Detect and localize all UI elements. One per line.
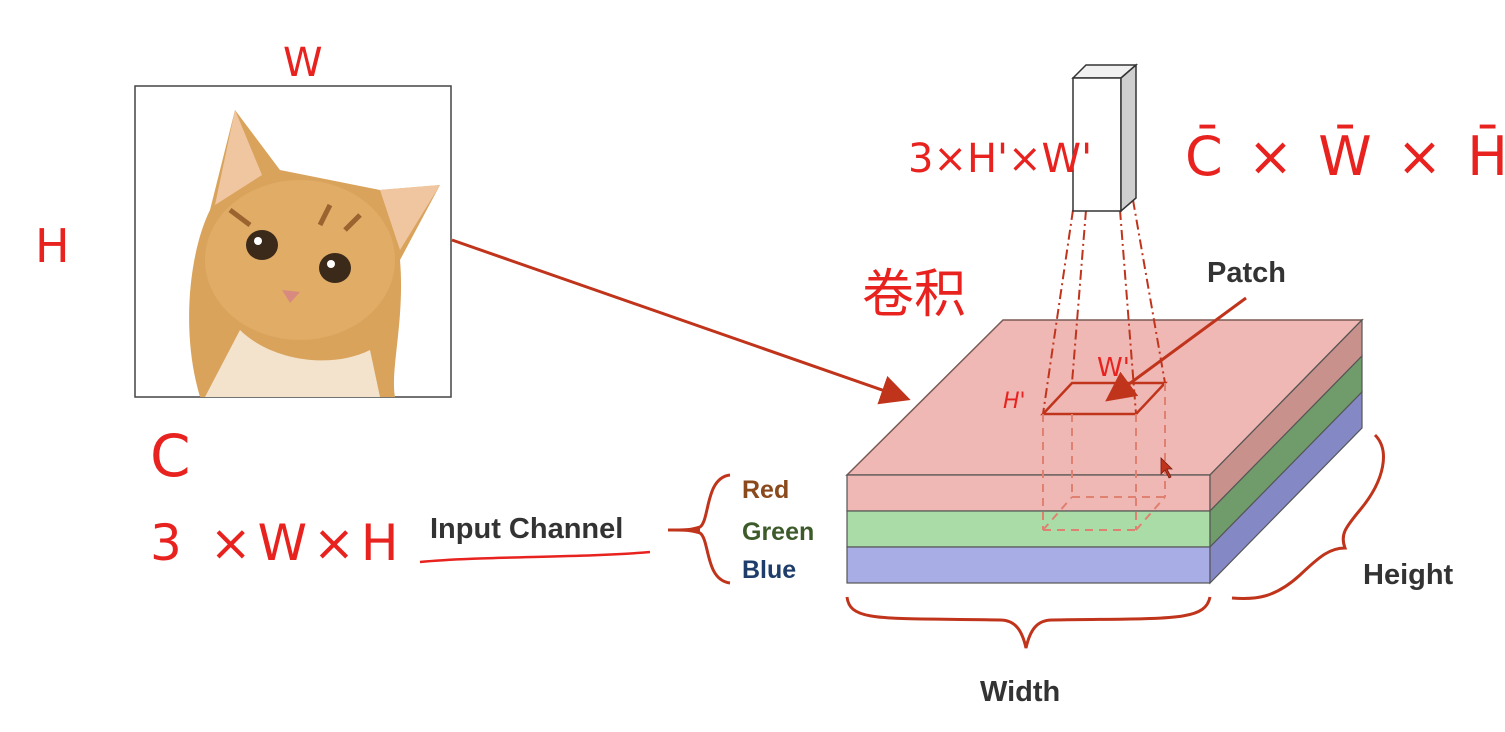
kernel-shape-label: 3×H'×W' [908,136,1092,182]
channel-blue-label: Blue [742,556,796,584]
height-label: Height [1363,559,1454,591]
image-height-label: H [35,219,70,273]
width-label: Width [980,676,1060,708]
image-width-label: W [283,40,323,86]
width-brace [845,596,1212,649]
patch-h-label: H' [1003,389,1026,414]
image-channel-label: C [150,422,191,490]
output-shape-label: C̄ × W̄ × H̄ [1185,125,1505,188]
kernel-box [1071,63,1139,213]
channel-green-label: Green [742,518,814,546]
input-volume [845,318,1364,585]
patch [1040,199,1168,531]
input-channel-label: Input Channel [430,513,623,545]
red-layer [846,474,1211,512]
side-blue [1209,390,1363,585]
conv-label: 卷积 [862,265,966,325]
patch-w-label: W' [1097,353,1130,383]
patch-label: Patch [1207,257,1286,289]
cursor-icon [1160,457,1173,479]
blue-layer [846,546,1211,584]
green-layer [846,510,1211,548]
height-brace [1231,433,1385,601]
image-to-volume-arrow [451,238,911,405]
input-channel-underline [419,550,651,564]
input-image [134,85,452,398]
cat-illustration [189,110,440,397]
input-shape-label: 3 ×W×H [150,514,405,572]
channel-red-label: Red [742,476,789,504]
patch-arrow [1105,296,1247,402]
